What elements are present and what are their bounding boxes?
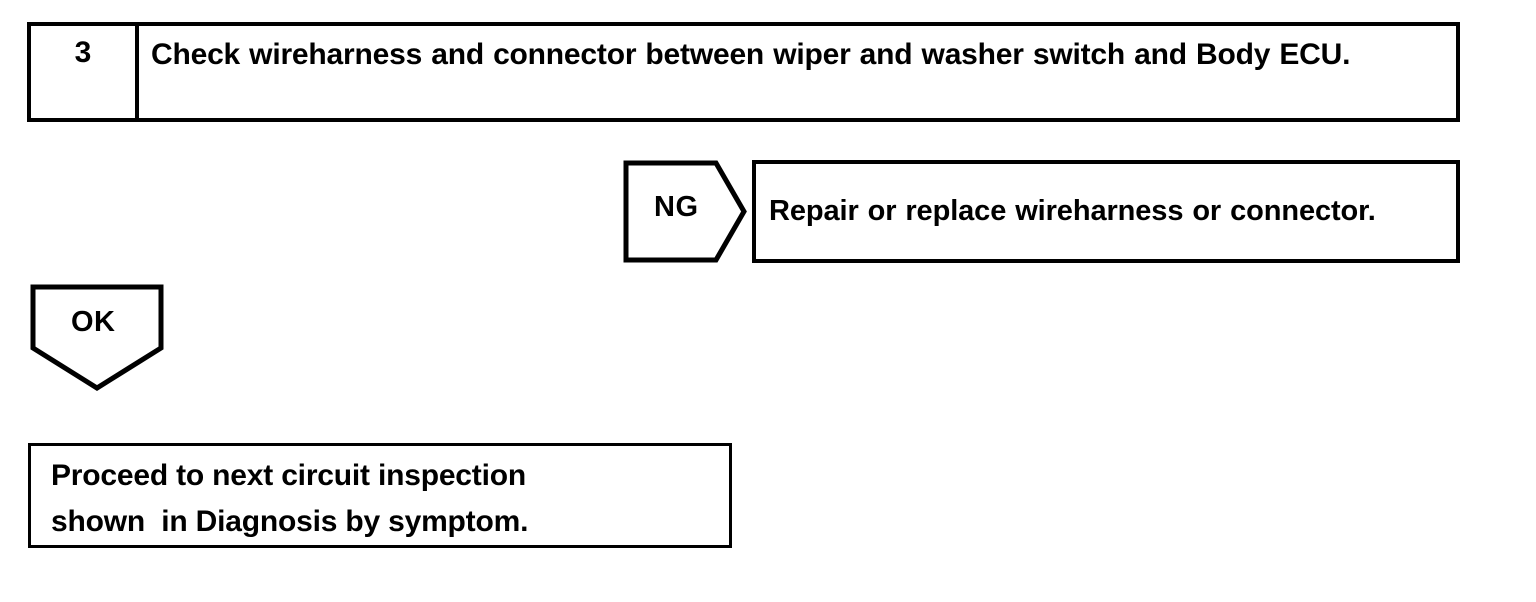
result-text-line-1: Proceed to next circuit inspection [51,459,526,492]
ng-branch-label: NG [654,191,699,223]
ok-branch-label: OK [71,306,116,338]
repair-action-text: Repair or replace wireharness or connect… [769,195,1376,227]
step-instruction-text: Check wireharness and connector between … [151,38,1351,71]
step-number-cell: 3 [31,26,139,118]
result-text-line-2: shown in Diagnosis by symptom. [51,505,529,538]
ok-arrow-icon [30,284,164,391]
ng-arrow-icon [623,160,747,263]
step-row: 3 Check wireharness and connector betwee… [27,22,1460,122]
step-number: 3 [74,36,92,69]
result-box: Proceed to next circuit inspection shown… [28,443,732,548]
step-instruction-cell: Check wireharness and connector between … [139,26,1456,118]
repair-action-box: Repair or replace wireharness or connect… [752,160,1460,263]
